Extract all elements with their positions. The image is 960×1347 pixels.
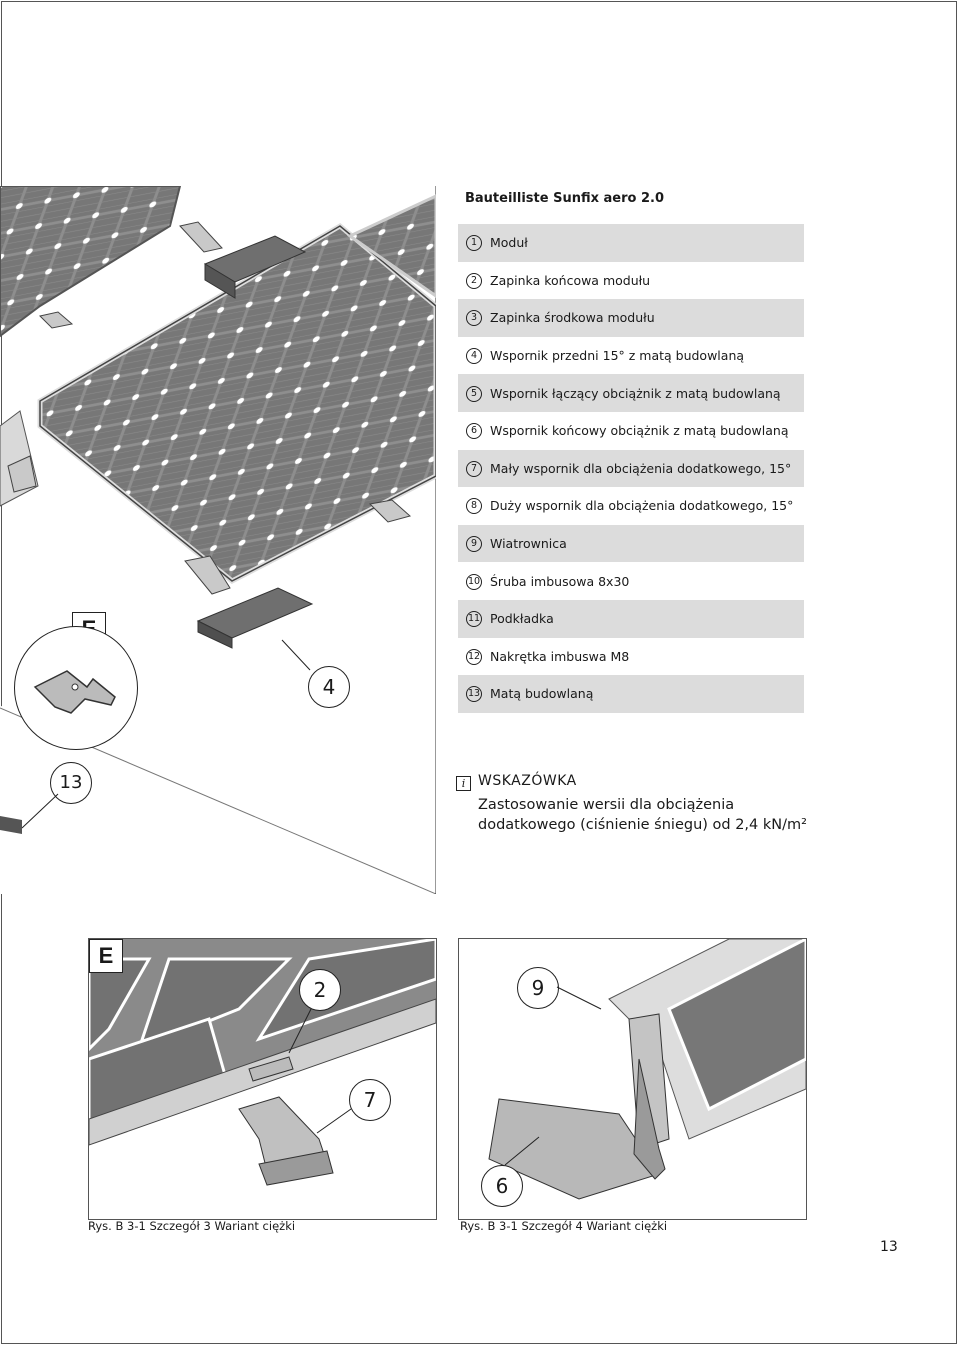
info-pencil-icon: i [456,776,471,791]
parts-list: 1 Moduł 2 Zapinka końcowa modułu 3 Zapinka … [458,224,804,713]
item-number: 5 [466,385,482,402]
caption-detail-4: Rys. B 3-1 Szczegół 4 Wariant ciężki [460,1219,668,1233]
main-assembly-illustration: E 4 13 [0,185,439,895]
list-item: 10 Śruba imbusowa 8x30 [458,562,804,600]
detail-marker-e: E [89,939,123,973]
item-label: Duży wspornik dla obciążenia dodatkowego… [490,498,794,514]
list-item: 12 Nakrętka imbuswa M8 [458,638,804,676]
list-item: 2 Zapinka końcowa modułu [458,262,804,300]
detail-zoom-circle [14,626,138,750]
list-item: 7 Mały wspornik dla obciążenia dodatkoweg… [458,449,804,488]
list-item: 4 Wspornik przedni 15° z matą budowlaną [458,337,804,375]
item-label: Moduł [490,235,528,251]
item-label: Wspornik łączący obciążnik z matą budowl… [490,385,781,401]
list-item: 8 Duży wspornik dla obciążenia dodatkoweg… [458,487,804,525]
item-number: 12 [466,648,482,665]
item-label: Zapinka środkowa modułu [490,310,655,326]
item-number: 13 [466,686,482,703]
item-label: Zapinka końcowa modułu [490,272,651,288]
item-label: Wspornik końcowy obciążnik z matą budowl… [490,423,789,439]
list-item: 11 Podkładka [458,599,804,638]
item-number: 10 [466,573,482,590]
page-number: 13 [880,1239,898,1255]
hint-text: Zastosowanie wersii dla obciążenia dodat… [478,797,807,833]
item-label: Wiatrownica [490,536,567,552]
item-number: 11 [466,611,482,628]
caption-detail-3: Rys. B 3-1 Szczegół 3 Wariant ciężki [88,1219,296,1233]
item-number: 4 [466,348,482,365]
callout-4: 4 [308,666,350,708]
list-item: 9 Wiatrownica [458,524,804,563]
item-label: Nakrętka imbuswa M8 [490,648,630,664]
detail-3-illustration: E 2 7 [88,938,437,1220]
list-item: 6 Wspornik końcowy obciążnik z matą budow… [458,412,804,450]
callout-13: 13 [50,762,92,804]
item-number: 6 [466,423,482,440]
item-number: 1 [466,235,482,252]
item-number: 8 [466,498,482,515]
item-number: 3 [466,310,482,327]
list-item: 5 Wspornik łączący obciążnik z matą budow… [458,374,804,412]
item-label: Wspornik przedni 15° z matą budowlaną [490,348,745,364]
callout-2: 2 [299,969,341,1011]
callout-9: 9 [517,967,559,1009]
list-item: 13 Matą budowlaną [458,675,804,713]
item-label: Podkładka [490,611,554,627]
item-number: 2 [466,272,482,289]
detail-4-illustration: 9 6 [458,938,807,1220]
list-item: 1 Moduł [458,224,804,262]
item-number: 7 [466,460,482,477]
list-item: 3 Zapinka środkowa modułu [458,299,804,337]
item-label: Matą budowlaną [490,686,594,702]
callout-7: 7 [349,1079,391,1121]
item-number: 9 [466,536,482,553]
item-label: Mały wspornik dla obciążenia dodatkowego… [490,460,792,476]
hint-title: WSKAZÓWKA [478,773,577,789]
item-label: Śruba imbusowa 8x30 [490,573,630,589]
callout-6: 6 [481,1165,523,1207]
parts-list-title: Bauteilliste Sunfix aero 2.0 [465,191,664,206]
